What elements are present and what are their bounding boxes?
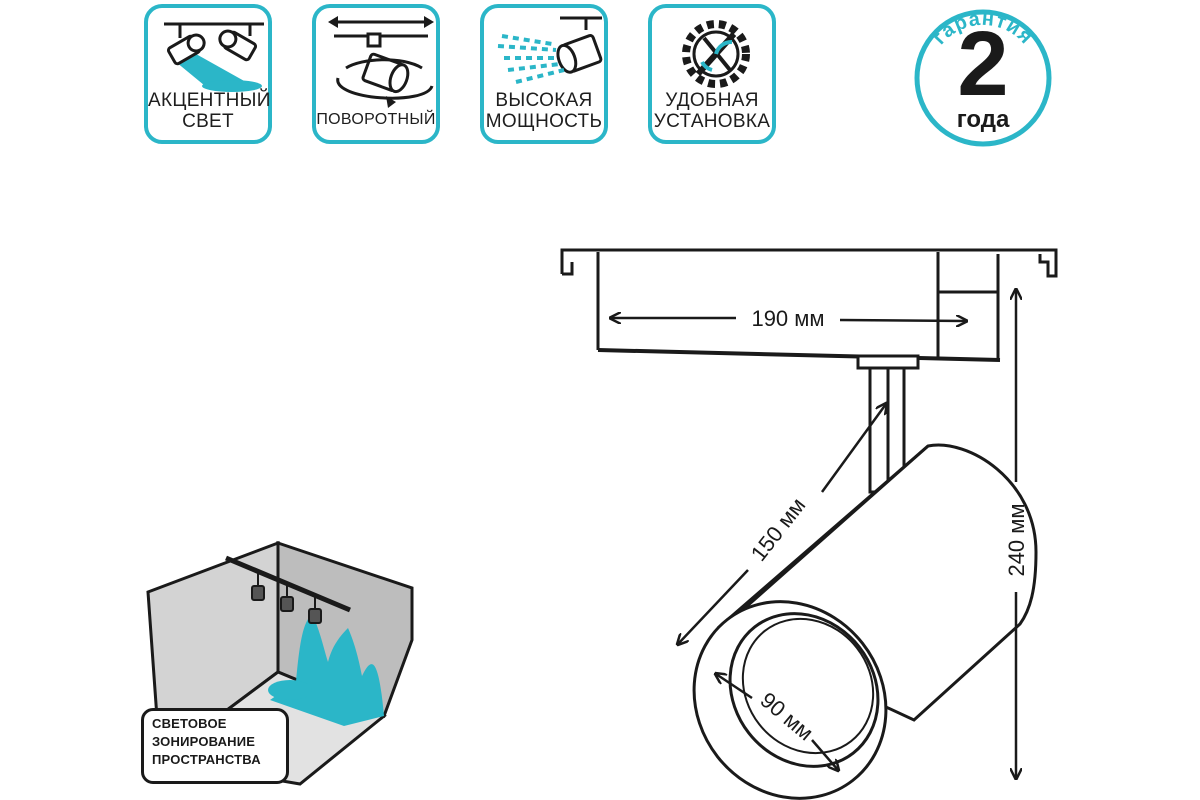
accent-light-icon	[164, 22, 264, 92]
warranty-unit: года	[956, 106, 1010, 133]
dim-height-label: 240 мм	[1004, 503, 1029, 576]
mini-spot	[280, 596, 294, 612]
dim-diameter-line-right	[811, 739, 838, 770]
dim-width-line-right	[839, 320, 966, 321]
mini-spot	[308, 608, 322, 624]
warranty-badge: гарантия 2 года	[908, 0, 1058, 150]
room-caption-line: ЗОНИРОВАНИЕ	[152, 734, 256, 749]
rotate-icon	[328, 16, 434, 108]
dim-length-line-high	[820, 404, 886, 493]
room-caption-line: СВЕТОВОЕ	[152, 716, 227, 731]
warranty-number: 2	[957, 13, 1009, 115]
dim-diameter-line-left	[716, 674, 753, 700]
feature-rotate: ПОВОРОТНЫЙ	[312, 4, 440, 144]
track-adapter	[560, 248, 1058, 494]
easy-install-icon	[682, 20, 750, 88]
room-caption: СВЕТОВОЕ ЗОНИРОВАНИЕ ПРОСТРАНСТВА	[141, 708, 289, 784]
warranty-ring: гарантия	[914, 8, 1052, 147]
dimension-lines	[611, 290, 1016, 778]
room-caption-line: ПРОСТРАНСТВА	[152, 752, 261, 767]
dim-width-label: 190 мм	[751, 306, 824, 331]
spotlight-body	[692, 443, 1038, 800]
high-power-icon	[497, 16, 603, 84]
feature-label: ПОВОРОТНЫЙ	[316, 111, 436, 128]
dim-length-line-low	[678, 569, 749, 644]
mini-spot	[251, 585, 265, 601]
